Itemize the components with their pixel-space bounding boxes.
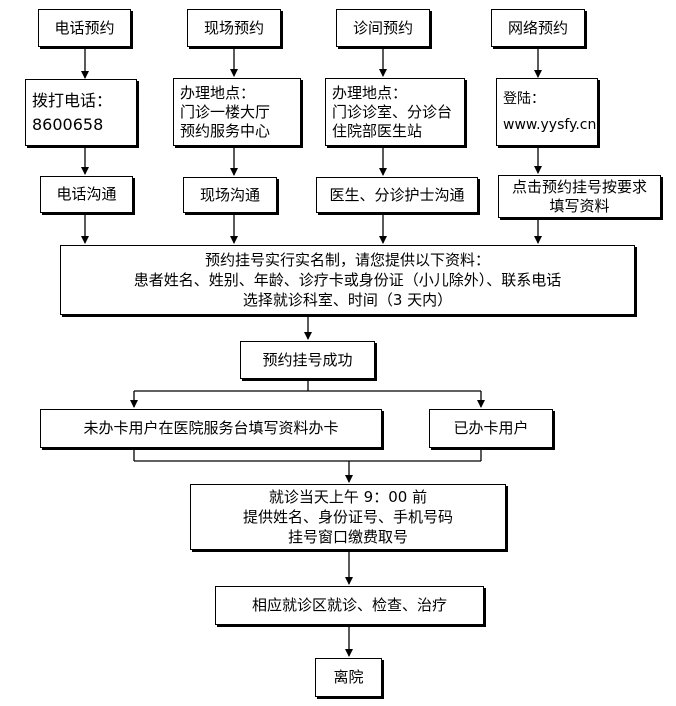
clinic-details-box: 办理地点： 门诊诊室、分诊台 住院部医生站 <box>325 78 465 146</box>
card-user-box: 已办卡用户 <box>429 409 553 448</box>
clinic-appointment-label: 诊间预约 <box>352 18 413 37</box>
clinic-location-line-1: 门诊诊室、分诊台 <box>332 102 453 121</box>
phone-appointment-label: 电话预约 <box>54 18 115 37</box>
online-website: www.yysfy.cn <box>503 117 597 133</box>
registration-success-box: 预约挂号成功 <box>240 341 375 379</box>
visit-day-box: 就诊当天上午 9：00 前 提供姓名、身份证号、手机号码 挂号窗口缴费取号 <box>190 484 506 550</box>
onsite-appointment-box: 现场预约 <box>187 9 281 47</box>
clinic-communication-label: 医生、分诊护士沟通 <box>329 185 465 204</box>
clinic-appointment-box: 诊间预约 <box>336 9 430 47</box>
online-communication-box: 点击预约挂号按要求 填写资料 <box>498 175 661 218</box>
onsite-location-line-2: 预约服务中心 <box>180 121 271 140</box>
onsite-communication-box: 现场沟通 <box>183 177 277 213</box>
phone-communication-label: 电话沟通 <box>56 185 117 203</box>
onsite-appointment-label: 现场预约 <box>203 18 264 37</box>
visit-day-line-2: 提供姓名、身份证号、手机号码 <box>242 508 453 526</box>
clinic-location-line-2: 住院部医生站 <box>332 121 423 140</box>
online-appointment-box: 网络预约 <box>491 9 585 47</box>
phone-dial-label: 拨打电话： <box>32 90 113 110</box>
no-card-user-label: 未办卡用户在医院服务台填写资料办卡 <box>83 419 339 437</box>
online-appointment-label: 网络预约 <box>507 18 568 37</box>
phone-communication-box: 电话沟通 <box>40 176 133 213</box>
clinic-location-label: 办理地点： <box>332 83 408 102</box>
online-details-box: 登陆： www.yysfy.cn <box>496 78 598 146</box>
phone-number: 8600658 <box>32 114 104 134</box>
registration-info-line-2: 患者姓名、姓别、年龄、诊疗卡或身份证（小儿除外）、联系电话 <box>133 271 562 289</box>
registration-info-line-1: 预约挂号实行实名制，请您提供以下资料： <box>204 251 490 269</box>
card-user-label: 已办卡用户 <box>453 419 529 437</box>
onsite-location-line-1: 门诊一楼大厅 <box>180 102 271 121</box>
registration-info-box: 预约挂号实行实名制，请您提供以下资料： 患者姓名、姓别、年龄、诊疗卡或身份证（小… <box>60 245 635 315</box>
phone-appointment-box: 电话预约 <box>38 9 131 47</box>
online-communication-line-1: 点击预约挂号按要求 <box>511 177 647 196</box>
phone-details-box: 拨打电话： 8600658 <box>25 79 137 146</box>
onsite-location-label: 办理地点： <box>180 83 256 102</box>
leave-hospital-box: 离院 <box>315 658 382 697</box>
clinic-communication-box: 医生、分诊护士沟通 <box>316 177 478 213</box>
no-card-user-box: 未办卡用户在医院服务台填写资料办卡 <box>40 409 382 448</box>
treatment-label: 相应就诊区就诊、检查、治疗 <box>251 596 447 614</box>
leave-hospital-label: 离院 <box>333 668 364 686</box>
visit-day-line-3: 挂号窗口缴费取号 <box>287 528 408 546</box>
treatment-box: 相应就诊区就诊、检查、治疗 <box>215 586 484 625</box>
onsite-communication-label: 现场沟通 <box>199 185 260 204</box>
online-communication-line-2: 填写资料 <box>549 196 610 215</box>
online-login-label: 登陆： <box>503 91 545 107</box>
registration-info-line-3: 选择就诊科室、时间（3 天内） <box>242 291 453 309</box>
visit-day-line-1: 就诊当天上午 9：00 前 <box>268 488 428 506</box>
registration-success-label: 预约挂号成功 <box>262 350 353 369</box>
onsite-details-box: 办理地点： 门诊一楼大厅 预约服务中心 <box>173 78 301 146</box>
